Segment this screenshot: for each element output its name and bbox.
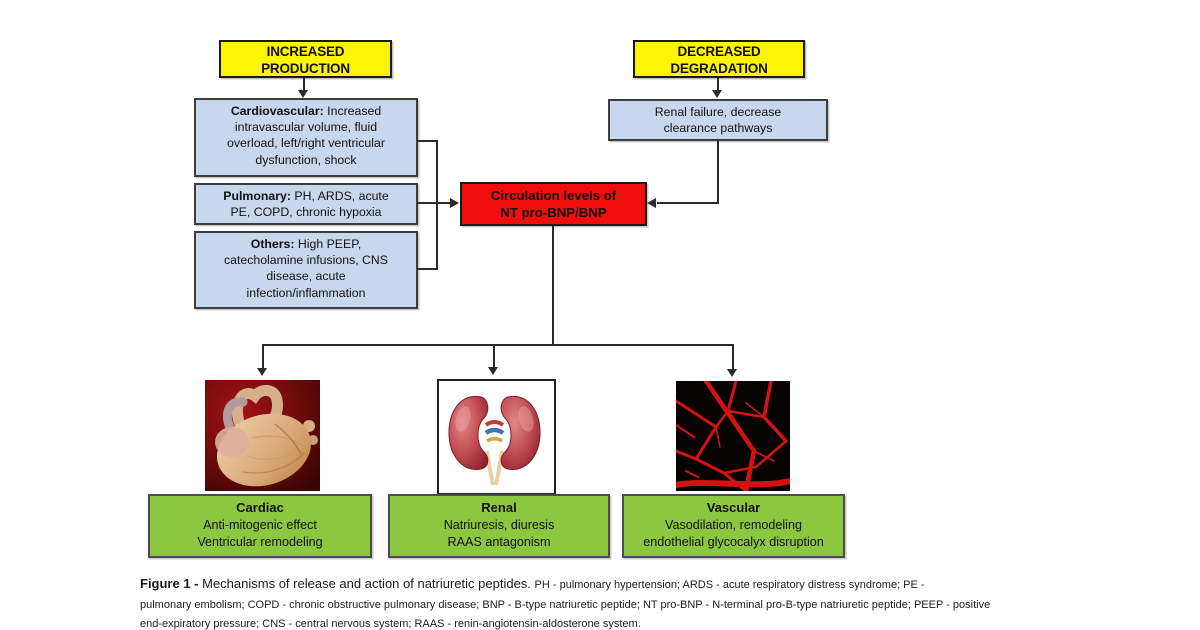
kidneys-illustration xyxy=(448,395,541,486)
arrowhead-into-circulation-right xyxy=(647,198,656,208)
caption-abbreviations-line3: end-expiratory pressure; CNS - central n… xyxy=(140,618,641,630)
decreased-degradation-line1: DECREASED xyxy=(677,44,761,59)
renal-line2: RAAS antagonism xyxy=(447,535,551,549)
circulation-line1: Circulation levels of xyxy=(490,188,617,203)
renal-line1: Natriuresis, diuresis xyxy=(443,517,555,532)
connector-decreased-to-renal-failure xyxy=(717,78,719,91)
caption-abbreviations-line1: PH - pulmonary hypertension; ARDS - acut… xyxy=(534,579,925,591)
arrowhead-decreased-down xyxy=(712,90,722,98)
connector-drop-vessels xyxy=(732,344,734,370)
renal-title: Renal xyxy=(481,500,517,515)
renal-failure-line2: clearance pathways xyxy=(663,121,773,136)
vascular-network-illustration xyxy=(673,378,793,494)
decreased-degradation-line2: DEGRADATION xyxy=(670,61,768,76)
figure-caption: Figure 1 - Mechanisms of release and act… xyxy=(140,574,1100,630)
connector-cardiovascular-stub xyxy=(418,140,438,142)
cardiovascular-causes-box: Cardiovascular: Increased intravascular … xyxy=(194,98,418,177)
renal-failure-box: Renal failure, decrease clearance pathwa… xyxy=(608,99,828,141)
others-line2: catecholamine infusions, CNS xyxy=(223,253,389,268)
caption-main-text: Mechanisms of release and action of natr… xyxy=(202,576,535,591)
pulmonary-lead: Pulmonary: xyxy=(223,189,291,203)
cardiovascular-line1: Increased xyxy=(323,104,382,118)
increased-production-line1: INCREASED xyxy=(266,44,345,59)
connector-renal-failure-down xyxy=(717,141,719,203)
cardiac-line1: Anti-mitogenic effect xyxy=(203,517,317,532)
heart-illustration xyxy=(205,380,320,491)
cardiovascular-line2: intravascular volume, fluid xyxy=(234,120,378,135)
connector-renal-failure-to-circulation xyxy=(657,202,719,204)
renal-effects-box: Renal Natriuresis, diuresis RAAS antagon… xyxy=(388,494,610,558)
connector-circulation-down xyxy=(552,226,554,346)
caption-abbreviations-line2: pulmonary embolism; COPD - chronic obstr… xyxy=(140,598,991,611)
connector-distributor-horizontal xyxy=(262,344,734,346)
circulation-levels-box: Circulation levels of NT pro-BNP/BNP xyxy=(460,182,647,226)
other-causes-box: Others: High PEEP, catecholamine infusio… xyxy=(194,231,418,309)
increased-production-line2: PRODUCTION xyxy=(261,61,350,76)
cardiac-line2: Ventricular remodeling xyxy=(197,535,323,549)
connector-drop-heart xyxy=(262,344,264,369)
pulmonary-line2: PE, COPD, chronic hypoxia xyxy=(230,205,382,220)
increased-production-box: INCREASED PRODUCTION xyxy=(219,40,392,78)
others-lead: Others: xyxy=(250,237,295,251)
cardiac-title: Cardiac xyxy=(236,500,284,515)
cardiovascular-lead: Cardiovascular: xyxy=(230,104,324,118)
connector-increased-to-cardiovascular xyxy=(303,78,305,91)
decreased-degradation-box: DECREASED DEGRADATION xyxy=(633,40,805,78)
others-line1: High PEEP, xyxy=(294,237,362,251)
arrowhead-to-heart xyxy=(257,368,267,376)
connector-pulmonary-to-circulation xyxy=(418,202,451,204)
connector-drop-kidneys xyxy=(493,344,495,368)
vascular-effects-box: Vascular Vasodilation, remodeling endoth… xyxy=(622,494,845,558)
arrowhead-into-circulation-left xyxy=(450,198,459,208)
vascular-title: Vascular xyxy=(706,500,761,515)
circulation-line2: NT pro-BNP/BNP xyxy=(500,205,607,220)
cardiovascular-line3: overload, left/right ventricular xyxy=(227,136,385,151)
cardiac-effects-box: Cardiac Anti-mitogenic effect Ventricula… xyxy=(148,494,372,558)
renal-failure-line1: Renal failure, decrease xyxy=(654,105,782,119)
heart-image xyxy=(205,380,320,491)
others-line3: disease, acute xyxy=(266,269,346,284)
kidneys-image xyxy=(437,379,556,495)
connector-bracket-vertical xyxy=(436,140,438,270)
vascular-network-image xyxy=(673,378,793,494)
vascular-line2: endothelial glycocalyx disruption xyxy=(643,535,824,549)
pulmonary-line1: PH, ARDS, acute xyxy=(290,189,389,203)
arrowhead-to-kidneys xyxy=(488,367,498,375)
arrowhead-to-vessels xyxy=(727,369,737,377)
arrowhead-increased-down xyxy=(298,90,308,98)
vascular-line1: Vasodilation, remodeling xyxy=(665,517,802,532)
others-line4: infection/inflammation xyxy=(246,285,366,300)
connector-others-stub xyxy=(418,268,438,270)
figure-label: Figure 1 - xyxy=(140,576,203,591)
cardiovascular-line4: dysfunction, shock xyxy=(255,152,357,167)
pulmonary-causes-box: Pulmonary: PH, ARDS, acute PE, COPD, chr… xyxy=(194,183,418,225)
